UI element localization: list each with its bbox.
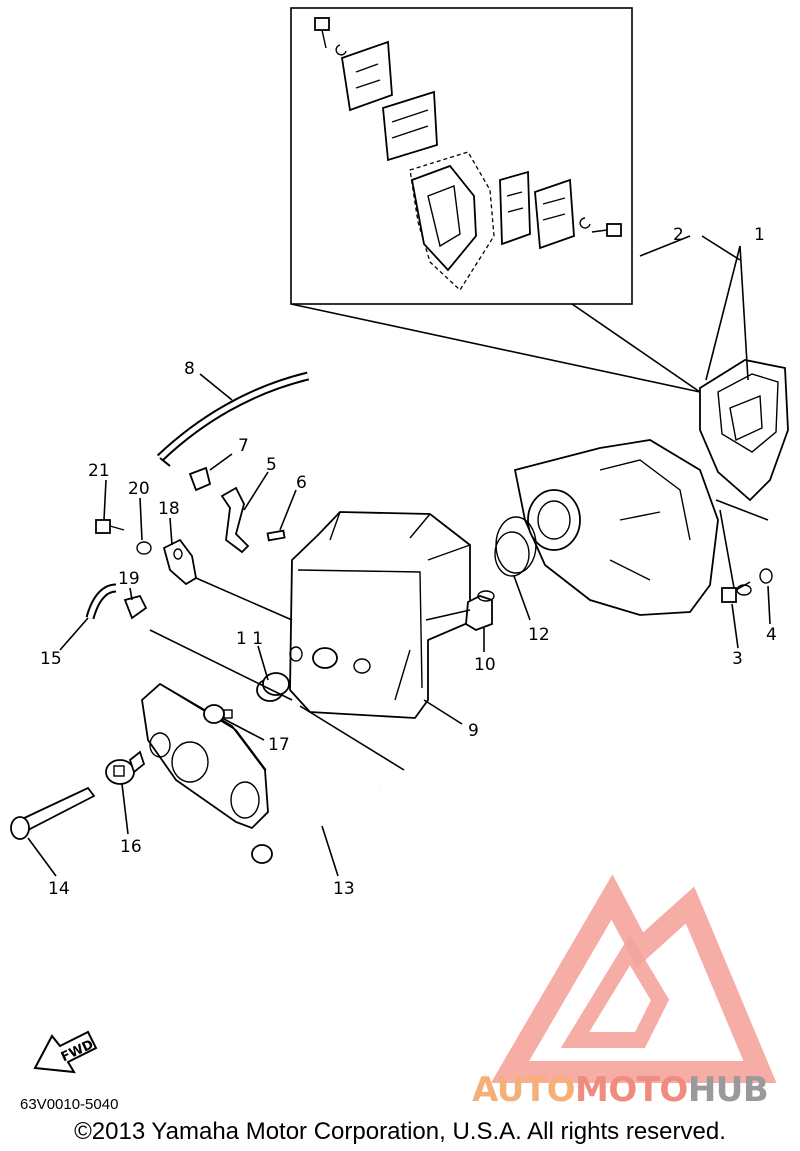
watermark-text: AUTOMOTOHUB	[472, 1070, 769, 1110]
callout-5: 5	[266, 455, 277, 475]
intake-silencer	[289, 511, 471, 719]
callout-numbers: 1 2 3 4 5 6 7 8 9 10 1 1 12 13 14 15 16 …	[40, 225, 777, 899]
callout-13: 13	[333, 879, 355, 899]
carburetor	[495, 439, 752, 616]
callout-2: 2	[673, 225, 684, 245]
callout-15: 15	[40, 649, 62, 669]
o-ring	[494, 531, 530, 577]
choke-rod	[10, 786, 96, 840]
callout-1: 1	[754, 225, 765, 245]
callout-11: 1 1	[236, 629, 263, 649]
bushing	[465, 590, 495, 631]
watermark-part2: MOTO	[574, 1070, 688, 1110]
watermark-logo	[490, 874, 777, 1083]
bolt-washer	[721, 568, 773, 603]
fwd-arrow-icon: FWD	[33, 1030, 98, 1074]
callout-3: 3	[732, 649, 743, 669]
callout-6: 6	[296, 473, 307, 493]
callout-10: 10	[474, 655, 496, 675]
leader-lines	[27, 235, 771, 877]
copyright-notice: ©2013 Yamaha Motor Corporation, U.S.A. A…	[74, 1118, 726, 1145]
front-cowling	[141, 682, 269, 830]
reed-valve-inset	[290, 7, 701, 393]
callout-18: 18	[158, 499, 180, 519]
hose	[156, 371, 310, 467]
callout-17: 17	[268, 735, 290, 755]
callout-20: 20	[128, 479, 150, 499]
callout-4: 4	[766, 625, 777, 645]
callout-19: 19	[118, 569, 140, 589]
choke-knob-parts	[105, 704, 233, 785]
callout-7: 7	[238, 436, 249, 456]
callout-12: 12	[528, 625, 550, 645]
fasteners-left	[85, 519, 197, 620]
callout-21: 21	[88, 461, 110, 481]
callout-14: 14	[48, 879, 70, 899]
callout-8: 8	[184, 359, 195, 379]
bracket-parts	[188, 466, 286, 554]
long-bolt	[251, 789, 381, 864]
watermark-part3: HUB	[687, 1070, 769, 1110]
watermark-part1: AUTO	[472, 1070, 575, 1110]
callout-16: 16	[120, 837, 142, 857]
callout-9: 9	[468, 721, 479, 741]
reed-valve-assembly	[699, 359, 789, 502]
part-code: 63V0010-5040	[20, 1096, 119, 1113]
